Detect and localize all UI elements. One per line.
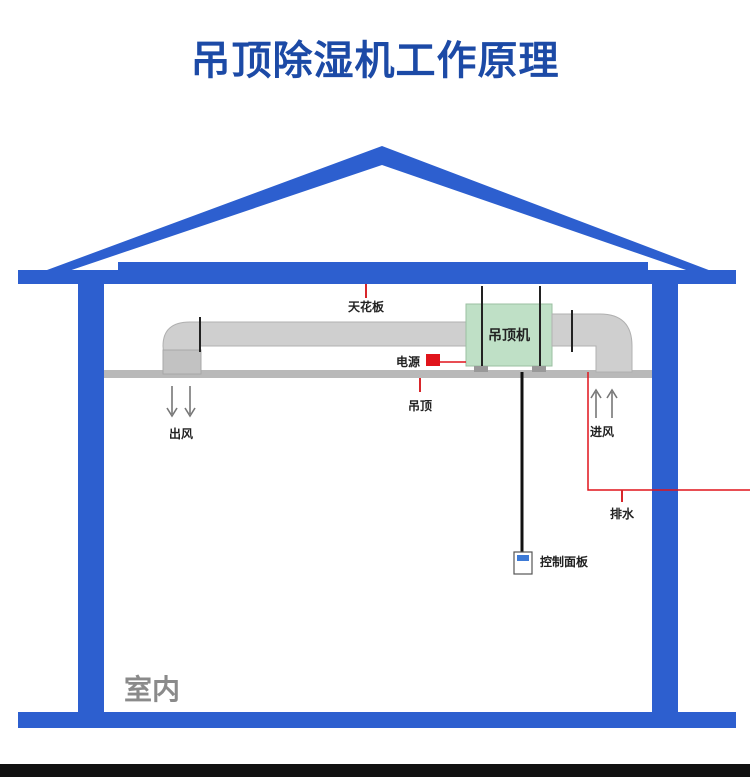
outlet-duct-mouth bbox=[162, 349, 202, 375]
air-out-label: 出风 bbox=[169, 426, 193, 441]
diagram-title: 吊顶除湿机工作原理 bbox=[190, 38, 560, 84]
suspended-ceiling-line bbox=[104, 370, 652, 378]
left-wall bbox=[78, 282, 104, 720]
air-out-arrows bbox=[166, 386, 196, 418]
power-label: 电源 bbox=[396, 354, 420, 369]
drain-pipe bbox=[587, 372, 750, 491]
ceiling-board-label: 天花板 bbox=[348, 299, 385, 314]
control-panel-label: 控制面板 bbox=[540, 554, 589, 569]
inlet-duct bbox=[551, 313, 633, 373]
air-in-arrows bbox=[590, 388, 618, 418]
bottom-strip bbox=[0, 764, 750, 777]
unit-foot-left bbox=[474, 366, 488, 372]
power-box bbox=[426, 354, 440, 366]
drain-label: 排水 bbox=[610, 506, 635, 521]
control-panel-screen bbox=[517, 555, 529, 561]
floor bbox=[18, 712, 736, 728]
right-wall bbox=[652, 282, 678, 720]
unit-foot-right bbox=[532, 366, 546, 372]
room-label: 室内 bbox=[124, 673, 180, 706]
roof-beam-base bbox=[18, 270, 736, 284]
suspended-ceiling-label: 吊顶 bbox=[408, 399, 432, 413]
air-in-label: 进风 bbox=[590, 424, 614, 439]
unit-label: 吊顶机 bbox=[488, 327, 530, 344]
dehumidifier-unit bbox=[465, 303, 553, 367]
roof bbox=[20, 146, 735, 280]
outlet-duct bbox=[162, 321, 471, 373]
